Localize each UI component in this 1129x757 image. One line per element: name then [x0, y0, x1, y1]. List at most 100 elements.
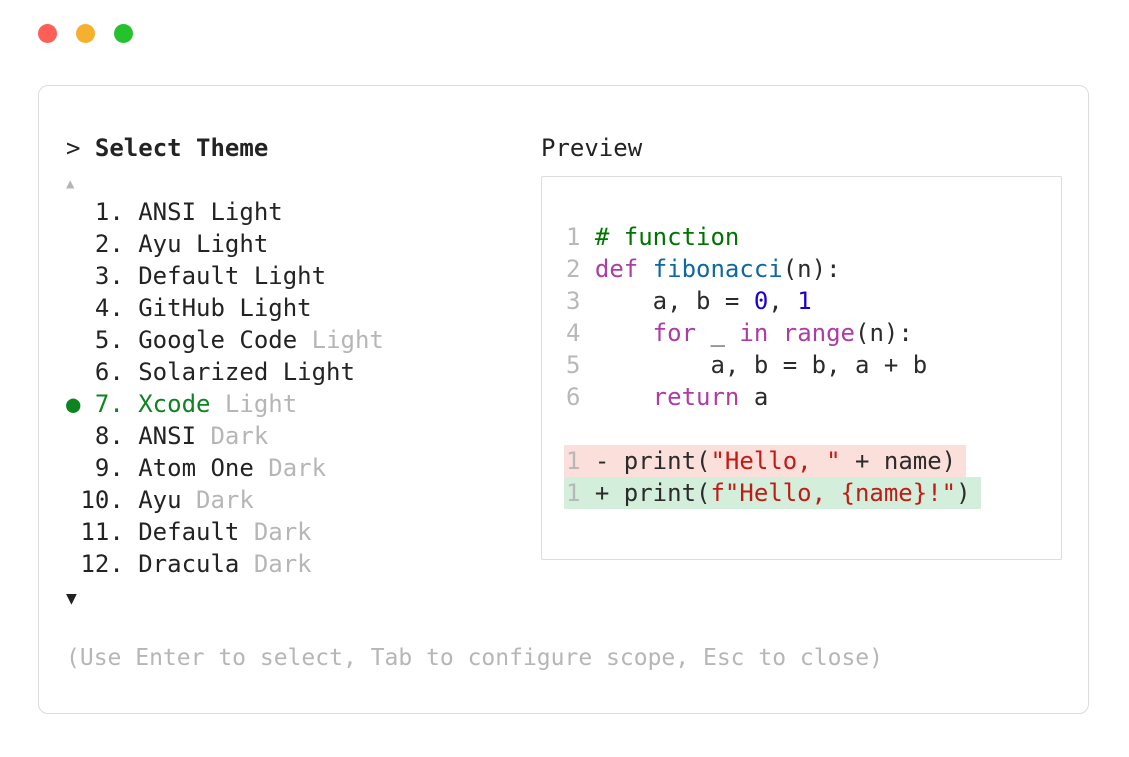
code-segment: ): [956, 479, 971, 507]
theme-list: 1. ANSI Light 2.Ayu Light 3. Default Light…: [66, 196, 541, 580]
window-controls: [38, 24, 133, 43]
gutter: [66, 356, 80, 388]
item-number: 6.: [80, 358, 124, 386]
scroll-down-row: ▼: [66, 580, 541, 612]
code-segment: for: [652, 319, 697, 347]
line-content: [564, 413, 619, 445]
theme-list-item[interactable]: ● 7.Xcode Light: [66, 388, 541, 420]
line-number: 1: [566, 447, 581, 475]
item-number: 8.: [80, 422, 124, 450]
item-variant: Light: [297, 326, 384, 354]
gutter: [66, 516, 80, 548]
prompt-caret: >: [66, 134, 81, 162]
minimize-button[interactable]: [76, 24, 95, 43]
line-number: 2: [566, 255, 581, 283]
line-content: 1- print("Hello, " + name): [564, 445, 967, 477]
code-segment: [638, 255, 652, 283]
item-number: 4.: [80, 294, 124, 322]
theme-picker-panel: >Select Theme ▲ 1.ANSI Light 2.Ayu Light…: [38, 85, 1089, 714]
item-name: ANSI Light: [138, 198, 283, 226]
code-line: 5 a, b = b, a + b: [566, 349, 1043, 381]
line-content: 4 for _ in range(n):: [564, 317, 923, 349]
theme-list-item[interactable]: 12. Dracula Dark: [66, 548, 541, 580]
line-content: 6 return a: [564, 381, 778, 413]
theme-list-item[interactable]: 8. ANSI Dark: [66, 420, 541, 452]
item-name: GitHub Light: [138, 294, 312, 322]
item-name: Default: [138, 518, 240, 546]
code-segment: (n):: [782, 255, 841, 283]
prompt-title: Select Theme: [94, 134, 269, 162]
gutter: [66, 548, 80, 580]
item-number: 3.: [80, 262, 124, 290]
item-variant: Dark: [239, 550, 312, 578]
code-segment: "Hello, ": [710, 447, 841, 475]
theme-list-item[interactable]: 5. Google Code Light: [66, 324, 541, 356]
theme-list-item[interactable]: 2.Ayu Light: [66, 228, 541, 260]
item-number: 11.: [80, 518, 124, 546]
gutter: [66, 324, 80, 356]
theme-list-item[interactable]: 4. GitHub Light: [66, 292, 541, 324]
theme-list-item[interactable]: 10.Ayu Dark: [66, 484, 541, 516]
code-line: 6 return a: [566, 381, 1043, 413]
item-number: 1.: [80, 198, 124, 226]
item-name: ANSI: [138, 422, 197, 450]
theme-list-item[interactable]: 3. Default Light: [66, 260, 541, 292]
item-name: Solarized Light: [138, 358, 355, 386]
code-line: 1 # function: [566, 221, 1043, 253]
item-name: Dracula: [138, 550, 240, 578]
code-segment: f"Hello, {name}!": [710, 479, 957, 507]
theme-list-item[interactable]: 9.Atom One Dark: [66, 452, 541, 484]
code-segment: a, b =: [594, 287, 754, 315]
code-segment: range: [782, 319, 855, 347]
gutter: [66, 196, 80, 228]
close-button[interactable]: [38, 24, 57, 43]
theme-list-item[interactable]: 11.Default Dark: [66, 516, 541, 548]
line-number: 1: [566, 223, 581, 251]
diff-added-line: 1 + print(f"Hello, {name}!"): [564, 477, 1043, 509]
item-name: Default Light: [138, 262, 327, 290]
gutter: [66, 484, 80, 516]
line-content: 5 a, b = b, a + b: [564, 349, 937, 381]
line-number: [566, 413, 580, 445]
preview-title: Preview: [541, 134, 643, 162]
gutter: [66, 260, 80, 292]
item-variant: Dark: [196, 422, 269, 450]
code-segment: in: [739, 319, 769, 347]
line-number: 4: [566, 319, 581, 347]
line-content: 3 a, b = 0, 1: [564, 285, 822, 317]
item-number: 5.: [80, 326, 124, 354]
code-segment: + name): [840, 447, 957, 475]
code-segment: [595, 415, 609, 443]
zoom-button[interactable]: [114, 24, 133, 43]
item-number: 12.: [80, 550, 124, 578]
theme-list-item[interactable]: 6. Solarized Light: [66, 356, 541, 388]
scroll-down-icon[interactable]: ▼: [66, 588, 77, 609]
code-segment: [595, 319, 653, 347]
code-line: 3 a, b = 0, 1: [566, 285, 1043, 317]
code-segment: (n):: [855, 319, 913, 347]
code-segment: # function: [594, 223, 740, 251]
diff-removed-line: 1- print("Hello, " + name): [564, 445, 1043, 477]
line-content: 1 # function: [564, 221, 749, 253]
line-number: 5: [566, 351, 581, 379]
code-segment: + print(: [594, 479, 711, 507]
panel-main: >Select Theme ▲ 1.ANSI Light 2.Ayu Light…: [66, 132, 1062, 612]
theme-selector-column: >Select Theme ▲ 1.ANSI Light 2.Ayu Light…: [66, 132, 541, 612]
gutter: [66, 452, 80, 484]
item-name: Google Code: [138, 326, 298, 354]
selected-bullet-icon: ●: [66, 390, 81, 418]
item-number: 7.: [80, 390, 124, 418]
item-name: Ayu Light: [138, 230, 269, 258]
code-segment: _: [696, 319, 740, 347]
code-segment: [595, 383, 653, 411]
gutter: [66, 228, 80, 260]
code-segment: fibonacci: [652, 255, 783, 283]
line-number: 3: [566, 287, 581, 315]
theme-list-item[interactable]: 1. ANSI Light: [66, 196, 541, 228]
line-content: 1 + print(f"Hello, {name}!"): [564, 477, 981, 509]
line-number: 1: [566, 479, 581, 507]
